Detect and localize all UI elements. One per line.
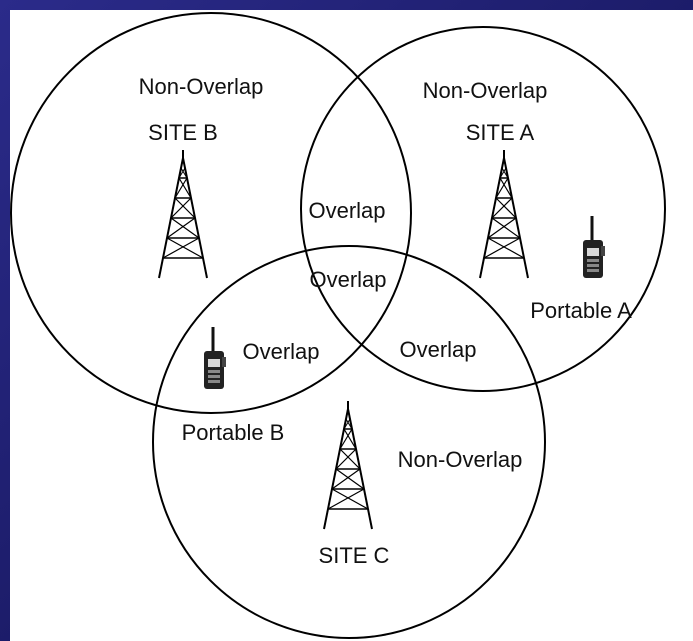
site-a-coverage-circle — [300, 26, 666, 392]
overlap-ac-label: Overlap — [399, 337, 476, 362]
site-c-non-overlap-label: Non-Overlap — [398, 447, 523, 472]
site-b-coverage-circle — [10, 12, 412, 414]
portable-b-label: Portable B — [182, 420, 285, 445]
portable-a-label: Portable A — [530, 298, 632, 323]
site-b-non-overlap-label: Non-Overlap — [139, 74, 264, 99]
site-c-label: SITE C — [319, 543, 390, 568]
site-a-non-overlap-label: Non-Overlap — [423, 78, 548, 103]
overlap-bc-label: Overlap — [242, 339, 319, 364]
overlap-ab-label: Overlap — [308, 198, 385, 223]
overlap-abc-label: Overlap — [309, 267, 386, 292]
site-b-label: SITE B — [148, 120, 218, 145]
diagram-panel — [10, 10, 693, 641]
site-a-label: SITE A — [466, 120, 535, 145]
site-c-coverage-circle — [152, 245, 546, 639]
